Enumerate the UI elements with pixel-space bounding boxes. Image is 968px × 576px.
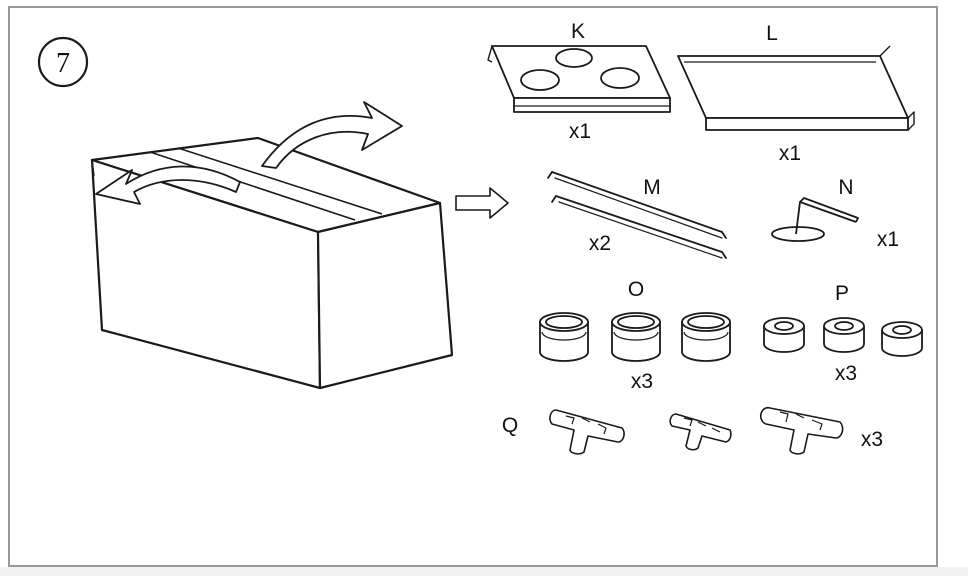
part-o-rings: [539, 312, 731, 362]
part-p-qty: x3: [835, 362, 857, 385]
part-l-qty: x1: [779, 142, 801, 165]
part-q-qty: x3: [861, 428, 883, 451]
part-k-letter: K: [571, 20, 585, 43]
open-box-arrow-right: [261, 101, 403, 169]
contents-arrow: [455, 187, 509, 219]
open-box-arrow-left: [95, 165, 241, 205]
part-o-ring-3: [681, 312, 731, 362]
part-o-letter: O: [628, 278, 644, 301]
part-q-letter: Q: [502, 414, 518, 437]
shipping-box: [90, 136, 454, 390]
part-o-qty: x3: [631, 370, 653, 393]
page-bottom-margin: [0, 567, 968, 576]
part-q-connector-3: [759, 406, 844, 455]
part-l-tray: [677, 45, 915, 131]
part-o-ring-1: [539, 312, 589, 362]
part-p-rings: [763, 317, 923, 357]
part-q-connector-2: [669, 413, 732, 451]
step-number-badge: 7: [37, 36, 89, 88]
part-o-ring-2: [611, 312, 661, 362]
step-number: 7: [56, 48, 70, 79]
part-p-ring-3: [881, 321, 923, 357]
part-n-letter: N: [838, 176, 853, 199]
part-l-letter: L: [766, 22, 778, 45]
part-m-letter: M: [643, 176, 661, 199]
part-k-qty: x1: [569, 120, 591, 143]
part-p-letter: P: [835, 282, 849, 305]
part-k-plate: [487, 45, 671, 113]
part-m-rods: [547, 171, 727, 259]
part-n-bent-rod: [771, 197, 859, 242]
part-p-ring-2: [823, 317, 865, 353]
part-m-qty: x2: [589, 232, 611, 255]
part-n-qty: x1: [877, 228, 899, 251]
part-p-ring-1: [763, 317, 805, 353]
part-q-connectors: [549, 406, 844, 455]
part-q-connector-1: [549, 409, 625, 455]
